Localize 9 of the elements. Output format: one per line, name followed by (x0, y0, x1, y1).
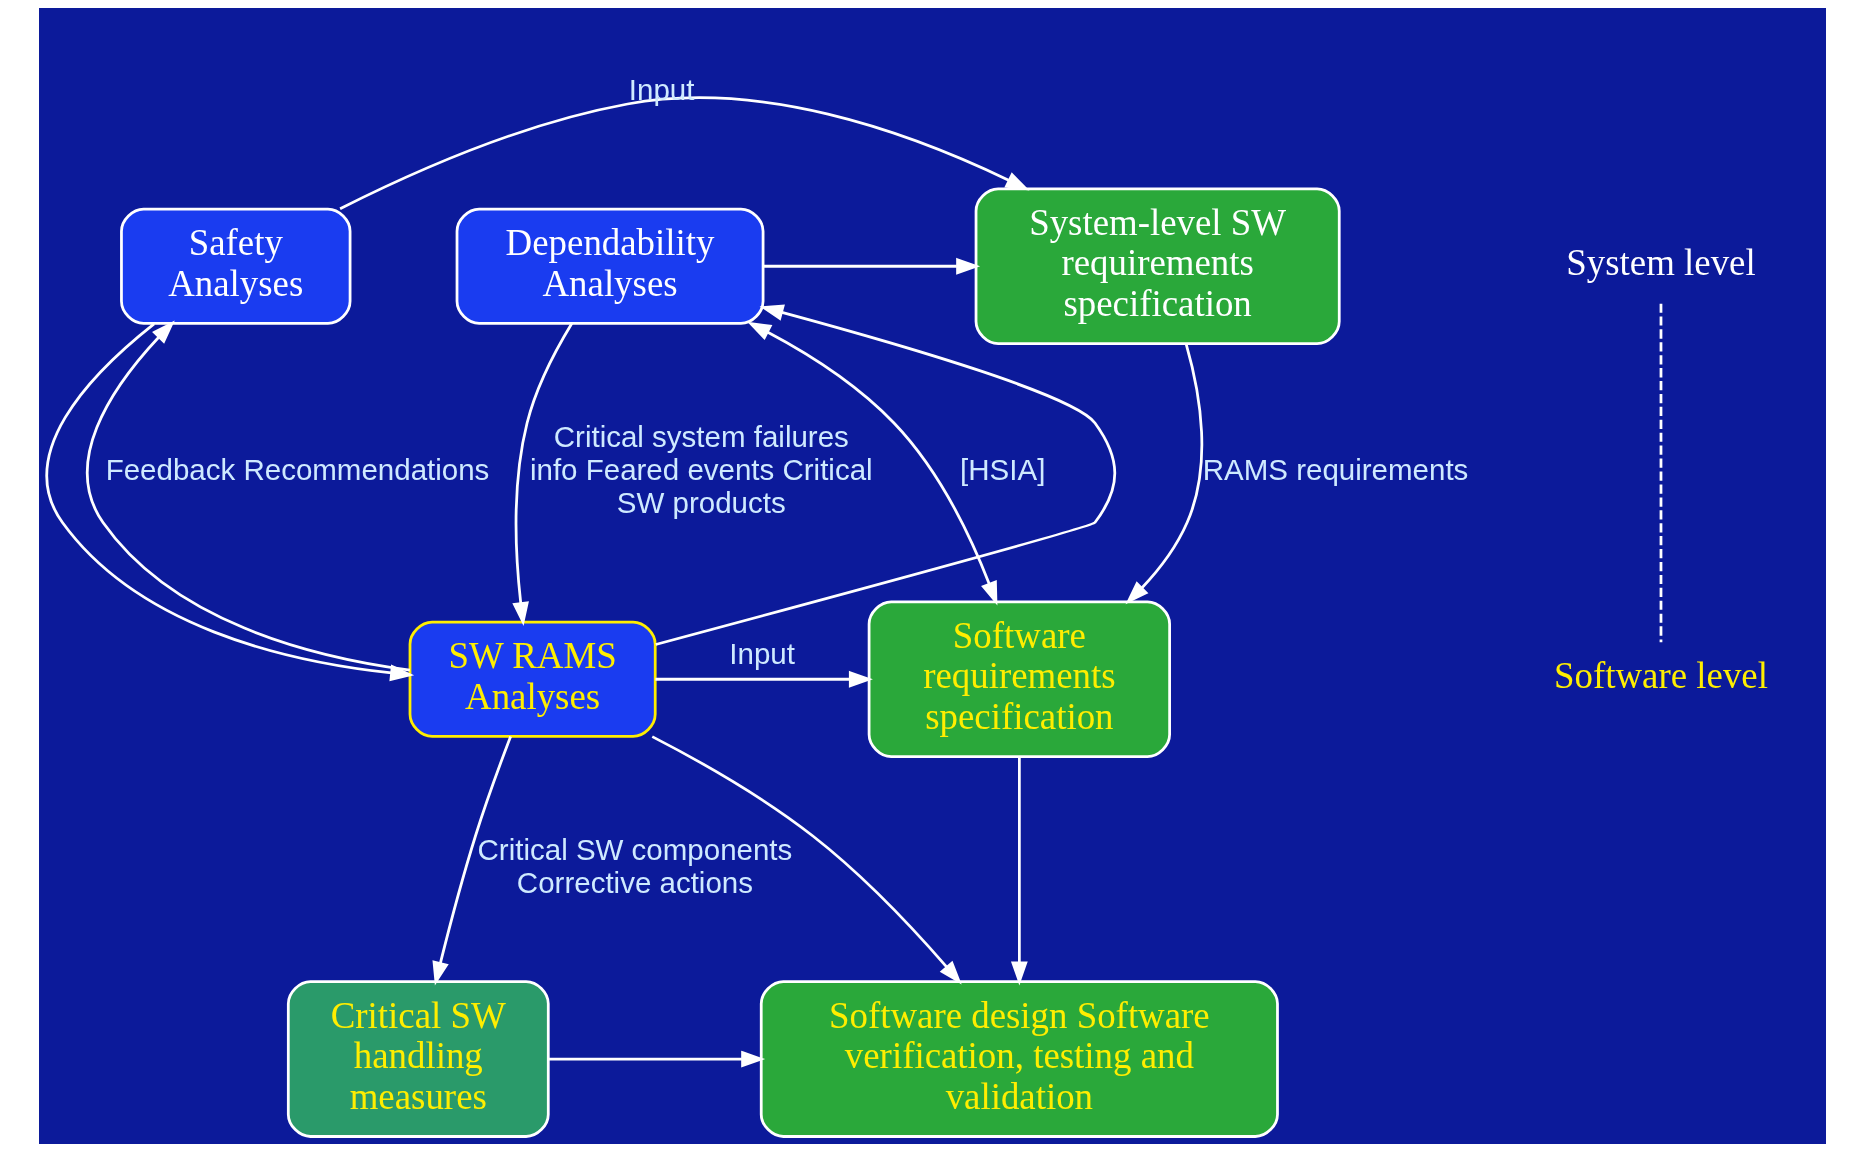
edge-label: Critical SW components Corrective actions (477, 832, 792, 899)
edge-label: Input (728, 637, 795, 671)
edge-label: [HSIA] (959, 452, 1045, 486)
label: System level (1565, 242, 1756, 284)
label: Software level (1553, 655, 1768, 697)
edge-label: Feedback Recommendations (105, 452, 489, 486)
edge-label: Critical system failures info Feared events Critical SW products (529, 419, 873, 519)
edge-label: Input (628, 72, 694, 106)
edge-label: RAMS requirements (1202, 452, 1468, 486)
